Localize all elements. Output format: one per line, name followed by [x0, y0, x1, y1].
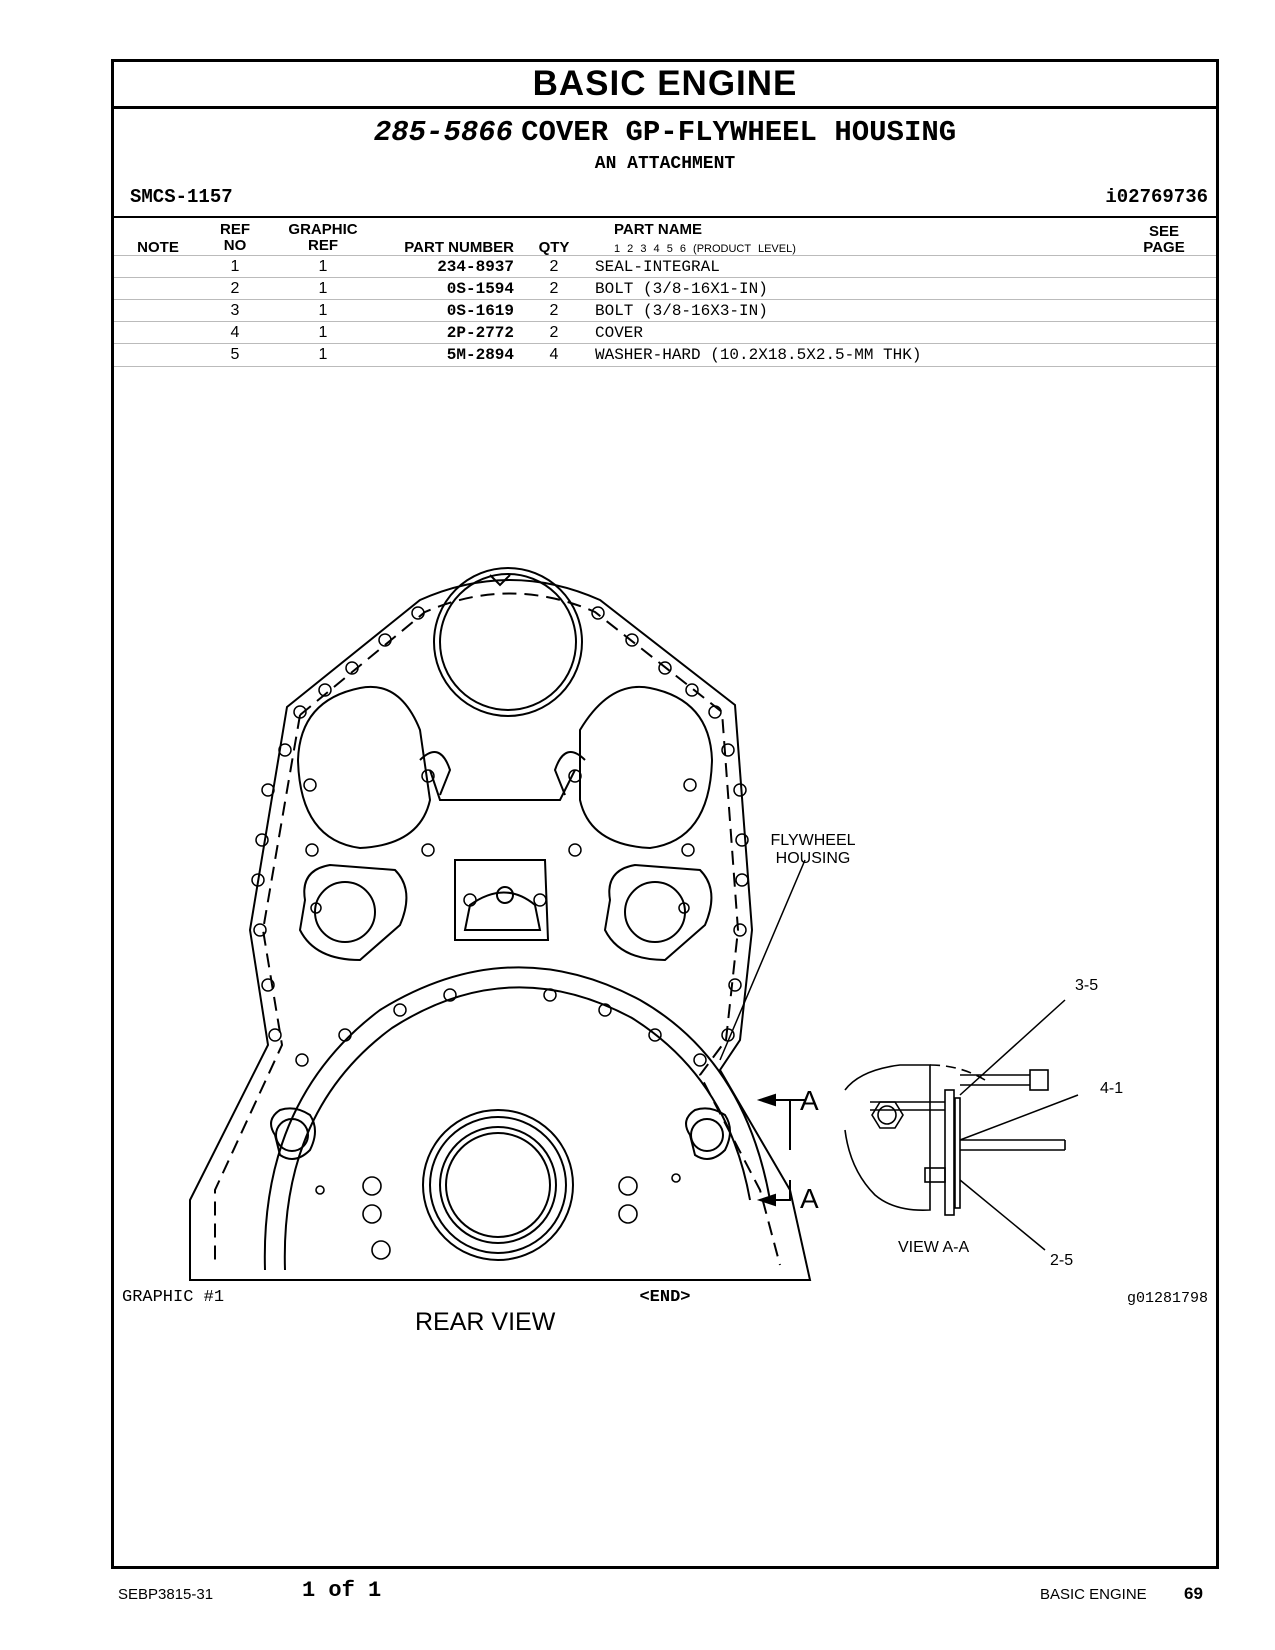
left-port-cover	[298, 863, 408, 962]
view-aa-label: VIEW A-A	[898, 1239, 969, 1256]
callout-housing-line2: HOUSING	[776, 850, 851, 867]
footer-page-of: 1 of 1	[302, 1578, 382, 1603]
cell-graphic-ref: 1	[318, 346, 328, 363]
hex-bolts	[315, 1173, 681, 1260]
col-header-product-levels: 1 2 3 4 5 6 (PRODUCT LEVEL)	[614, 243, 796, 255]
col-header-part-number: PART NUMBER	[404, 239, 514, 256]
left-bore	[296, 685, 432, 850]
cell-graphic-ref: 1	[318, 324, 328, 341]
section-arrows	[756, 1093, 805, 1207]
cell-qty: 4	[549, 346, 559, 363]
callout-4-1: 4-1	[1100, 1080, 1123, 1097]
col-header-ref-line2: NO	[223, 237, 247, 254]
cell-part-number: 5M-2894	[446, 346, 514, 364]
cell-ref: 3	[230, 302, 240, 319]
cell-part-number: 234-8937	[437, 258, 514, 276]
top-bore	[433, 567, 583, 717]
cell-part-number: 2P-2772	[446, 324, 514, 342]
col-header-ref-line1: REF	[220, 221, 250, 238]
callout-housing-line1: FLYWHEEL	[770, 832, 855, 849]
footer-doc-id: SEBP3815-31	[118, 1586, 214, 1603]
table-row: 1 1 234-8937 2 SEAL-INTEGRAL	[114, 255, 1216, 278]
top-notch-icon	[489, 574, 511, 587]
graphic-id: g01281798	[1126, 1290, 1208, 1307]
callout-leaders	[959, 999, 1079, 1251]
housing-outline	[189, 579, 812, 1281]
cell-qty: 2	[549, 302, 559, 319]
housing-leader	[719, 859, 806, 1061]
callout-3-5: 3-5	[1075, 977, 1098, 994]
col-header-qty: QTY	[538, 239, 570, 256]
cell-part-name: BOLT (3/8-16X3-IN)	[595, 302, 768, 320]
table-row: 2 1 0S-1594 2 BOLT (3/8-16X1-IN)	[114, 277, 1216, 300]
col-header-see-line2: PAGE	[1143, 239, 1185, 256]
end-marker: <END>	[639, 1288, 691, 1307]
col-header-note: NOTE	[137, 239, 179, 256]
cell-ref: 4	[230, 324, 240, 341]
cell-part-number: 0S-1619	[446, 302, 514, 320]
footer-section: BASIC ENGINE	[1040, 1586, 1147, 1603]
cell-graphic-ref: 1	[318, 302, 328, 319]
cell-part-number: 0S-1594	[446, 280, 514, 298]
smcs-code: SMCS-1157	[130, 186, 233, 208]
center-access-cover	[454, 859, 550, 941]
cell-part-name: COVER	[595, 324, 644, 342]
right-bore	[579, 685, 714, 850]
crank-bore	[422, 1109, 574, 1261]
group-part-number: 285-5866	[373, 116, 514, 149]
section-marker-top: A	[800, 1085, 819, 1116]
housing-outline-inner	[299, 592, 781, 1266]
cell-qty: 2	[549, 280, 559, 297]
callout-2-5: 2-5	[1050, 1252, 1073, 1269]
flywheel-ring	[263, 966, 771, 1271]
col-header-see-line1: SEE	[1148, 223, 1179, 240]
perimeter-bolt-holes	[251, 606, 749, 1067]
cell-part-name: SEAL-INTEGRAL	[595, 258, 720, 276]
left-seal-flange	[270, 1107, 316, 1160]
col-header-gref-line2: REF	[308, 237, 338, 254]
cell-part-name: BOLT (3/8-16X1-IN)	[595, 280, 768, 298]
group-name: COVER GP-FLYWHEEL HOUSING	[521, 116, 957, 149]
col-header-part-name: PART NAME	[614, 221, 703, 238]
section-title: BASIC ENGINE	[114, 62, 1216, 109]
right-seal-flange	[685, 1107, 731, 1160]
view-aa-detail	[844, 1064, 1066, 1216]
header-divider	[114, 216, 1216, 218]
right-port-cover	[603, 863, 713, 962]
table-row: 4 1 2P-2772 2 COVER	[114, 321, 1216, 344]
cell-graphic-ref: 1	[318, 258, 328, 275]
graphic-label: GRAPHIC #1	[122, 1288, 225, 1307]
group-subtitle: AN ATTACHMENT	[594, 154, 736, 174]
cell-qty: 2	[549, 324, 559, 341]
cell-graphic-ref: 1	[318, 280, 328, 297]
cell-ref: 5	[230, 346, 240, 363]
cell-ref: 2	[230, 280, 240, 297]
footer-page-number: 69	[1184, 1584, 1203, 1603]
table-row: 5 1 5M-2894 4 WASHER-HARD (10.2X18.5X2.5…	[114, 343, 1216, 367]
cell-part-name: WASHER-HARD (10.2X18.5X2.5-MM THK)	[595, 346, 922, 364]
cell-qty: 2	[549, 258, 559, 275]
section-marker-bottom: A	[800, 1183, 819, 1214]
cell-ref: 1	[230, 258, 240, 275]
info-id: i02769736	[1105, 186, 1208, 208]
rear-view-label: REAR VIEW	[415, 1308, 556, 1336]
table-row: 3 1 0S-1619 2 BOLT (3/8-16X3-IN)	[114, 299, 1216, 322]
col-header-gref-line1: GRAPHIC	[288, 221, 358, 238]
